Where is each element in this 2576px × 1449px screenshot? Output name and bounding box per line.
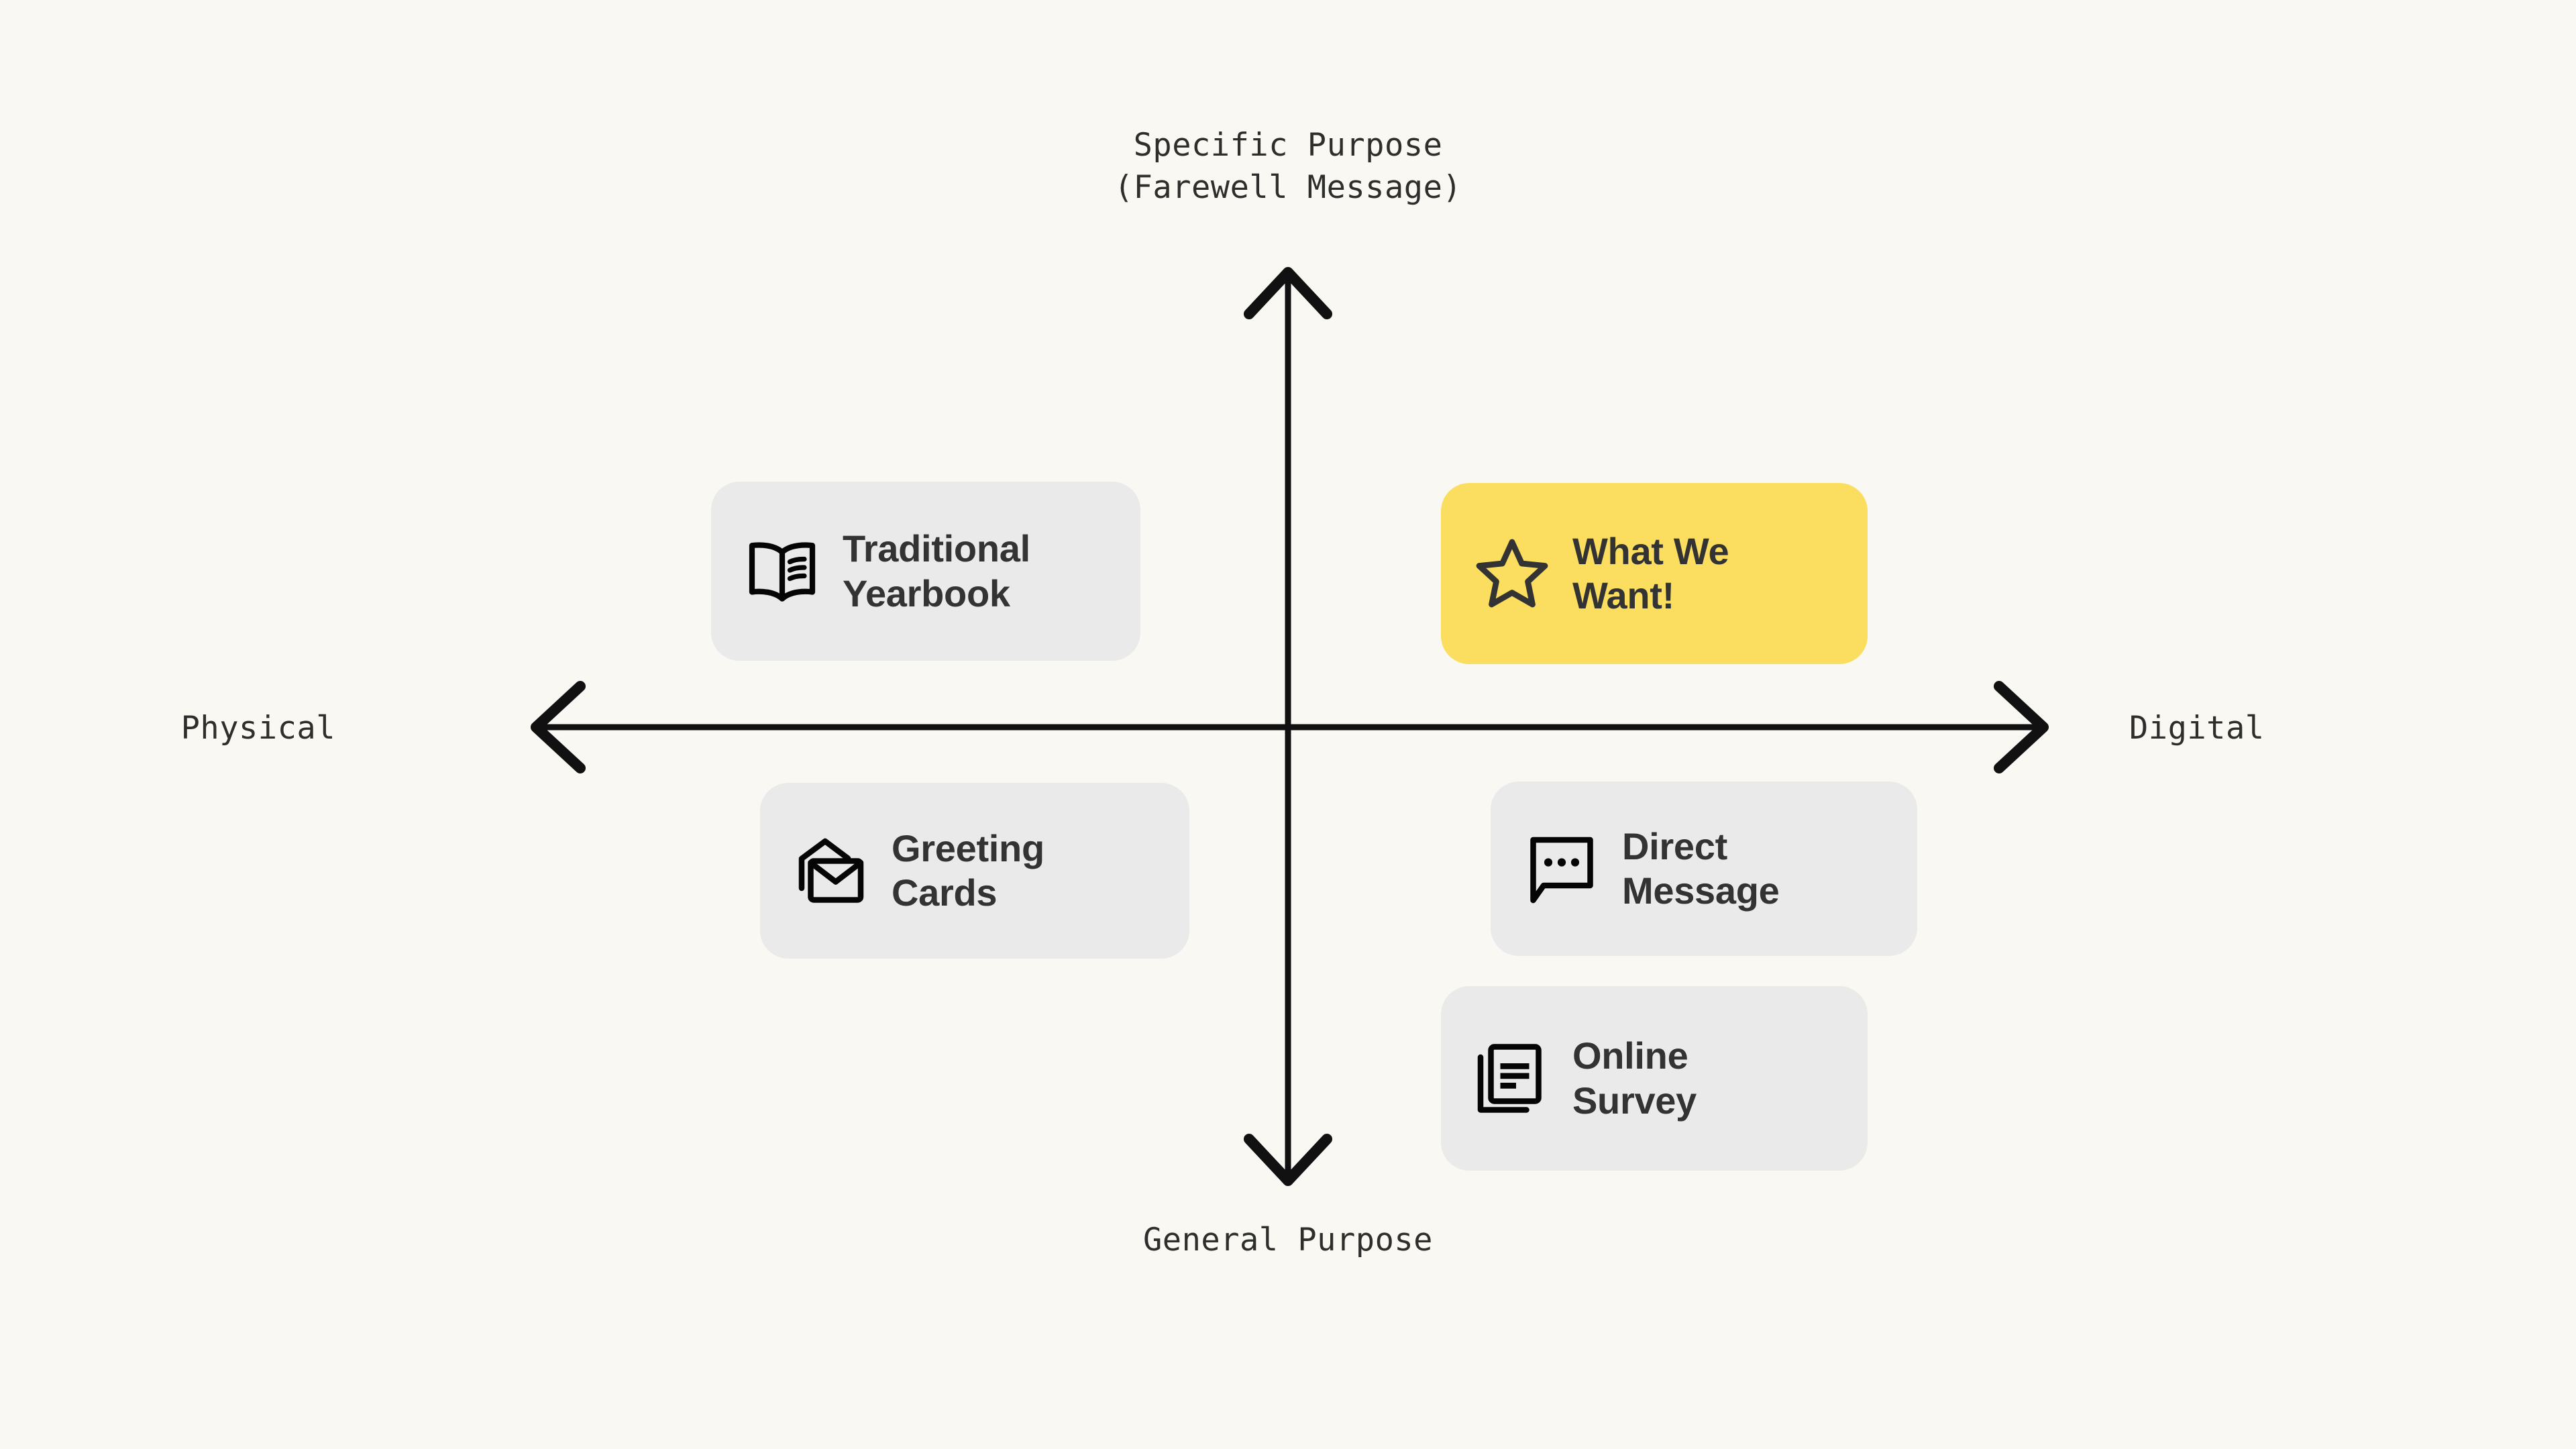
matrix-item-label: Direct Message	[1622, 824, 1780, 912]
matrix-item-traditional-yearbook[interactable]: Traditional Yearbook	[711, 482, 1140, 661]
matrix-item-online-survey[interactable]: Online Survey	[1441, 986, 1868, 1171]
open-book-icon	[749, 541, 816, 602]
y-axis-negative-label: General Purpose	[1143, 1222, 1433, 1258]
matrix-item-label: What We Want!	[1572, 529, 1729, 616]
y-axis-positive-label: Specific Purpose (Farewell Message)	[1114, 127, 1462, 206]
chat-bubble-dots-icon	[1530, 837, 1593, 904]
x-axis-left-arrowhead	[531, 681, 586, 773]
x-axis-right-arrowhead	[1994, 681, 2049, 773]
envelope-open-icon	[798, 838, 864, 903]
star-icon	[1476, 539, 1548, 608]
matrix-item-greeting-cards[interactable]: Greeting Cards	[760, 783, 1189, 959]
documents-stack-icon	[1477, 1043, 1542, 1113]
matrix-item-label: Greeting Cards	[892, 826, 1044, 914]
matrix-item-direct-message[interactable]: Direct Message	[1491, 782, 1917, 956]
matrix-item-label: Online Survey	[1572, 1034, 1697, 1122]
y-axis-bottom-arrowhead	[1244, 1134, 1332, 1186]
matrix-item-label: Traditional Yearbook	[843, 527, 1030, 614]
matrix-item-what-we-want[interactable]: What We Want!	[1441, 483, 1868, 664]
y-axis-top-arrowhead	[1244, 267, 1332, 319]
x-axis-positive-label: Digital	[2129, 710, 2265, 747]
x-axis-negative-label: Physical	[180, 710, 335, 747]
